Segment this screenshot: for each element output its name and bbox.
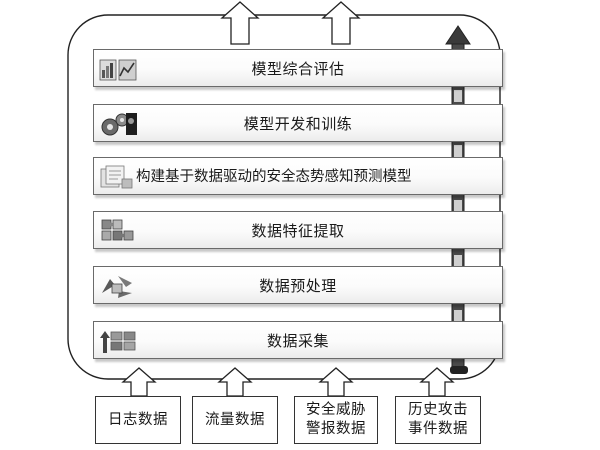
layer-feature-extraction: 数据特征提取 [93,211,503,249]
layer-label: 模型开发和训练 [243,115,353,133]
rail-segment [454,90,462,102]
layer-build-model: 构建基于数据驱动的安全态势感知预测模型 [93,157,503,195]
source-log-data: 日志数据 [95,396,181,444]
container-outline [67,14,501,380]
puzzle-icon [101,219,134,241]
collect-icon [100,331,136,353]
layer-model-training: 模型开发和训练 [93,104,503,142]
layer-model-evaluation: 模型综合评估 [93,49,503,87]
rail-cap [450,366,468,374]
source-label: 流量数据 [205,411,265,428]
rail-segment [454,200,462,212]
rail-segment [454,255,462,267]
source-threat-alert-data: 安全威胁 警报数据 [294,396,378,444]
layer-label: 数据特征提取 [251,222,345,240]
layer-label: 构建基于数据驱动的安全态势感知预测模型 [136,169,412,185]
input-arrow-icon [419,367,455,397]
rail-arrow-up-icon [445,25,471,45]
output-arrow-left-icon [220,1,260,45]
source-label: 日志数据 [108,411,168,428]
chart-icon [99,59,137,81]
layer-preprocessing: 数据预处理 [93,266,503,304]
input-arrow-icon [121,367,157,397]
source-attack-history-data: 历史攻击 事件数据 [395,396,481,444]
layer-label: 数据采集 [266,332,329,350]
input-arrow-icon [217,367,253,397]
source-label-line2: 警报数据 [306,421,366,437]
recycle-icon [102,276,132,298]
source-label-line2: 事件数据 [408,421,468,437]
input-arrow-icon [318,367,354,397]
source-traffic-data: 流量数据 [192,396,278,444]
layer-label: 数据预处理 [259,277,337,295]
source-label-line1: 安全威胁 [306,402,366,418]
layer-data-collection: 数据采集 [93,321,503,359]
rail-segment [454,145,462,157]
output-arrow-right-icon [321,1,361,45]
rail-segment [454,310,462,322]
documents-icon [100,165,133,189]
gears-icon [101,113,137,136]
source-label-line1: 历史攻击 [408,402,468,418]
layer-label: 模型综合评估 [251,60,345,78]
